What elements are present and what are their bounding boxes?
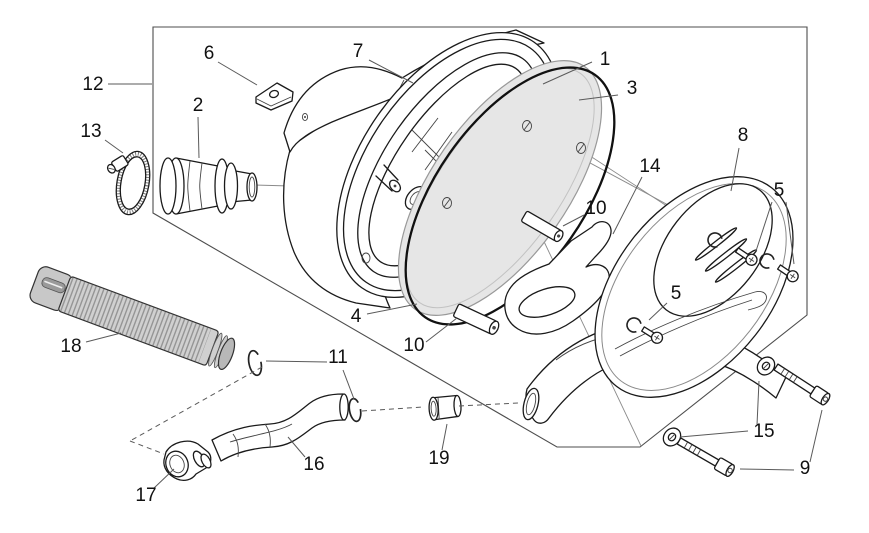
callout-6[interactable]: 6 [204, 43, 215, 64]
spacer-bushing-lower [453, 303, 500, 335]
hose-ring-b [348, 397, 362, 423]
hose-end-cap [217, 337, 236, 370]
callout-15[interactable]: 15 [753, 421, 774, 442]
callout-18[interactable]: 18 [60, 336, 81, 357]
washer-2 [756, 356, 776, 376]
air-box-cover [594, 176, 794, 398]
callout-10-upper[interactable]: 10 [585, 198, 606, 219]
callout-3[interactable]: 3 [627, 78, 638, 99]
callout-16[interactable]: 16 [303, 454, 324, 475]
intake-rubber-joint [159, 157, 258, 215]
corrugated-intake-hose [29, 266, 236, 370]
callout-11[interactable]: 11 [328, 347, 348, 368]
callout-13[interactable]: 13 [80, 121, 101, 142]
dashed-assembly-lines [129, 366, 519, 455]
screw-circlip-2 [759, 253, 799, 283]
pipe-bushing [428, 394, 462, 421]
cover-lower-boss-edge [614, 291, 767, 350]
bolt-2 [773, 363, 831, 406]
intake-duct-baffle [504, 221, 612, 335]
callout-12[interactable]: 12 [82, 74, 103, 95]
washer-1 [662, 427, 682, 447]
speed-nut-clip [255, 82, 294, 111]
callout-5-right[interactable]: 5 [774, 180, 785, 201]
callout-1[interactable]: 1 [600, 49, 611, 70]
screw-circlip-1 [707, 232, 758, 266]
callout-19[interactable]: 19 [428, 448, 449, 469]
spacer-bushing-upper [521, 210, 564, 243]
cover-gasket [404, 66, 616, 326]
callout-14[interactable]: 14 [639, 156, 661, 177]
callout-17[interactable]: 17 [135, 485, 156, 506]
callout-10-lower[interactable]: 10 [403, 335, 424, 356]
elbow-fitting [163, 440, 212, 481]
assembly-boundary-outline [152, 26, 808, 448]
callout-leader-lines [85, 59, 823, 490]
frame-boss-cylinder [375, 164, 402, 193]
bent-breather-pipe [211, 393, 349, 462]
clamp-worm-screw [106, 155, 129, 174]
bolt-1 [676, 437, 735, 477]
callout-9[interactable]: 9 [800, 458, 811, 479]
callout-5-mid[interactable]: 5 [671, 283, 682, 304]
callout-8[interactable]: 8 [738, 125, 749, 146]
callout-2[interactable]: 2 [193, 95, 204, 116]
hose-body [57, 276, 219, 366]
callout-4[interactable]: 4 [351, 306, 362, 327]
hose-ring-a [247, 349, 263, 377]
callout-7[interactable]: 7 [353, 41, 364, 62]
hose-clamp [106, 150, 151, 216]
